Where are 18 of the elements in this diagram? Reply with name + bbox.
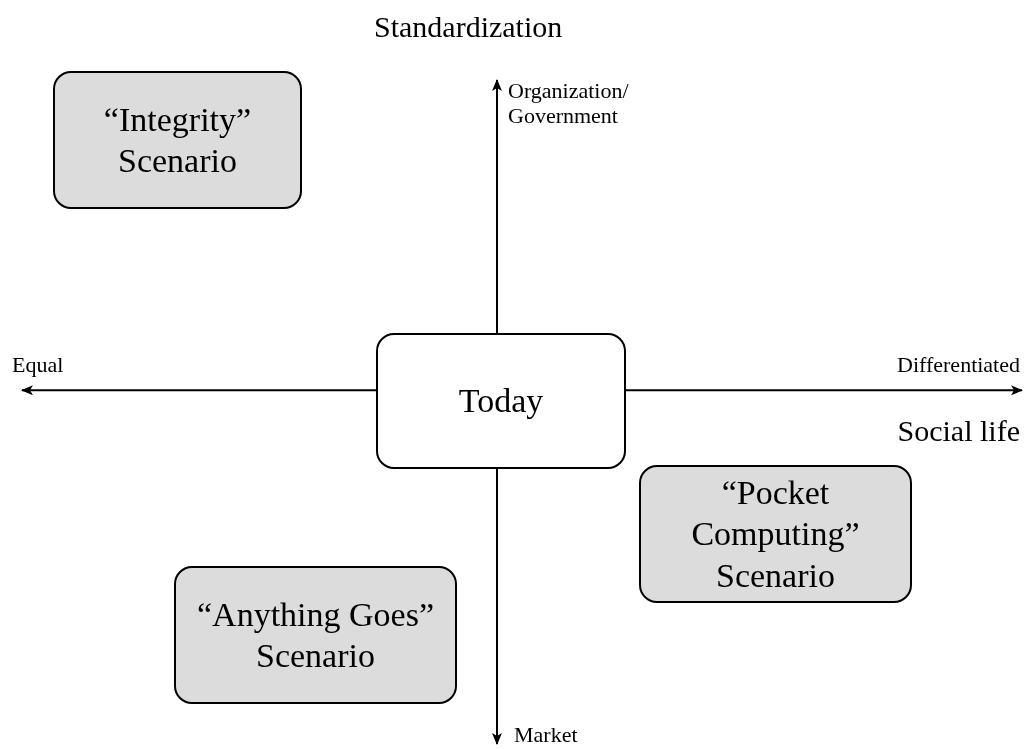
today-box [376,333,626,469]
axis-end-label: Differentiated [897,352,1020,378]
scenario-box [174,566,457,704]
axis-arrow [625,385,1023,396]
node-text: “Integrity” Scenario [102,99,253,181]
scenario-box [53,71,302,209]
axis-arrow [21,385,377,396]
axis-end-label: Equal [12,352,64,378]
axis-title: Social life [897,414,1020,449]
scenario-box [639,465,912,603]
node-text: “Pocket Computing” Scenario [690,472,861,596]
axis-end-label: Organization/ Government [508,78,678,129]
axis-arrow [492,79,502,334]
node-text: “Anything Goes” Scenario [196,594,435,676]
axis-end-label: Market [514,722,578,748]
axis-arrow [492,468,502,745]
axis-title: Standardization [374,10,563,45]
node-text: Today [458,381,544,422]
